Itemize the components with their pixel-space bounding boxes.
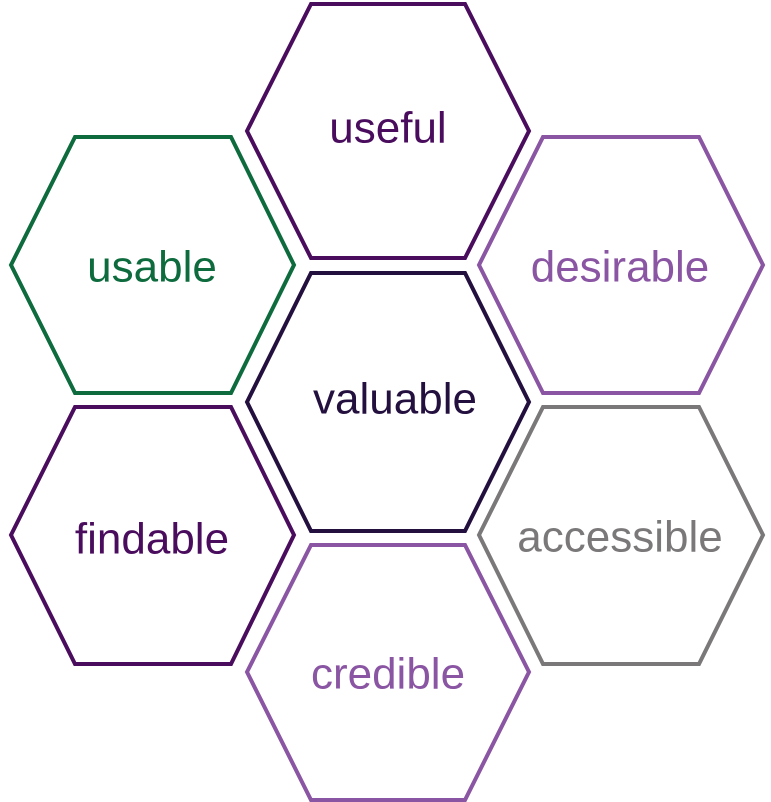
hex-label-credible: credible [311,650,465,699]
hexagon-shape [244,543,532,802]
hex-desirable: desirable [476,135,766,395]
hex-credible: credible [244,543,532,802]
hex-label-findable: findable [75,515,229,564]
hex-findable: findable [8,405,297,666]
hex-label-usable: usable [87,243,217,292]
hex-accessible: accessible [476,405,766,666]
hex-label-valuable: valuable [313,375,477,424]
hex-valuable: valuable [244,271,532,533]
hexagon-shape [244,271,532,533]
hex-label-desirable: desirable [531,243,710,292]
hex-label-accessible: accessible [517,513,722,562]
hexagon-shape [8,135,297,395]
hexagon-shape [476,135,766,395]
hex-usable: usable [8,135,297,395]
hex-useful: useful [244,2,532,260]
hexagon-shape [476,405,766,666]
hexagon-shape [8,405,297,666]
hex-label-useful: useful [329,104,446,153]
hexagon-shape [244,2,532,260]
